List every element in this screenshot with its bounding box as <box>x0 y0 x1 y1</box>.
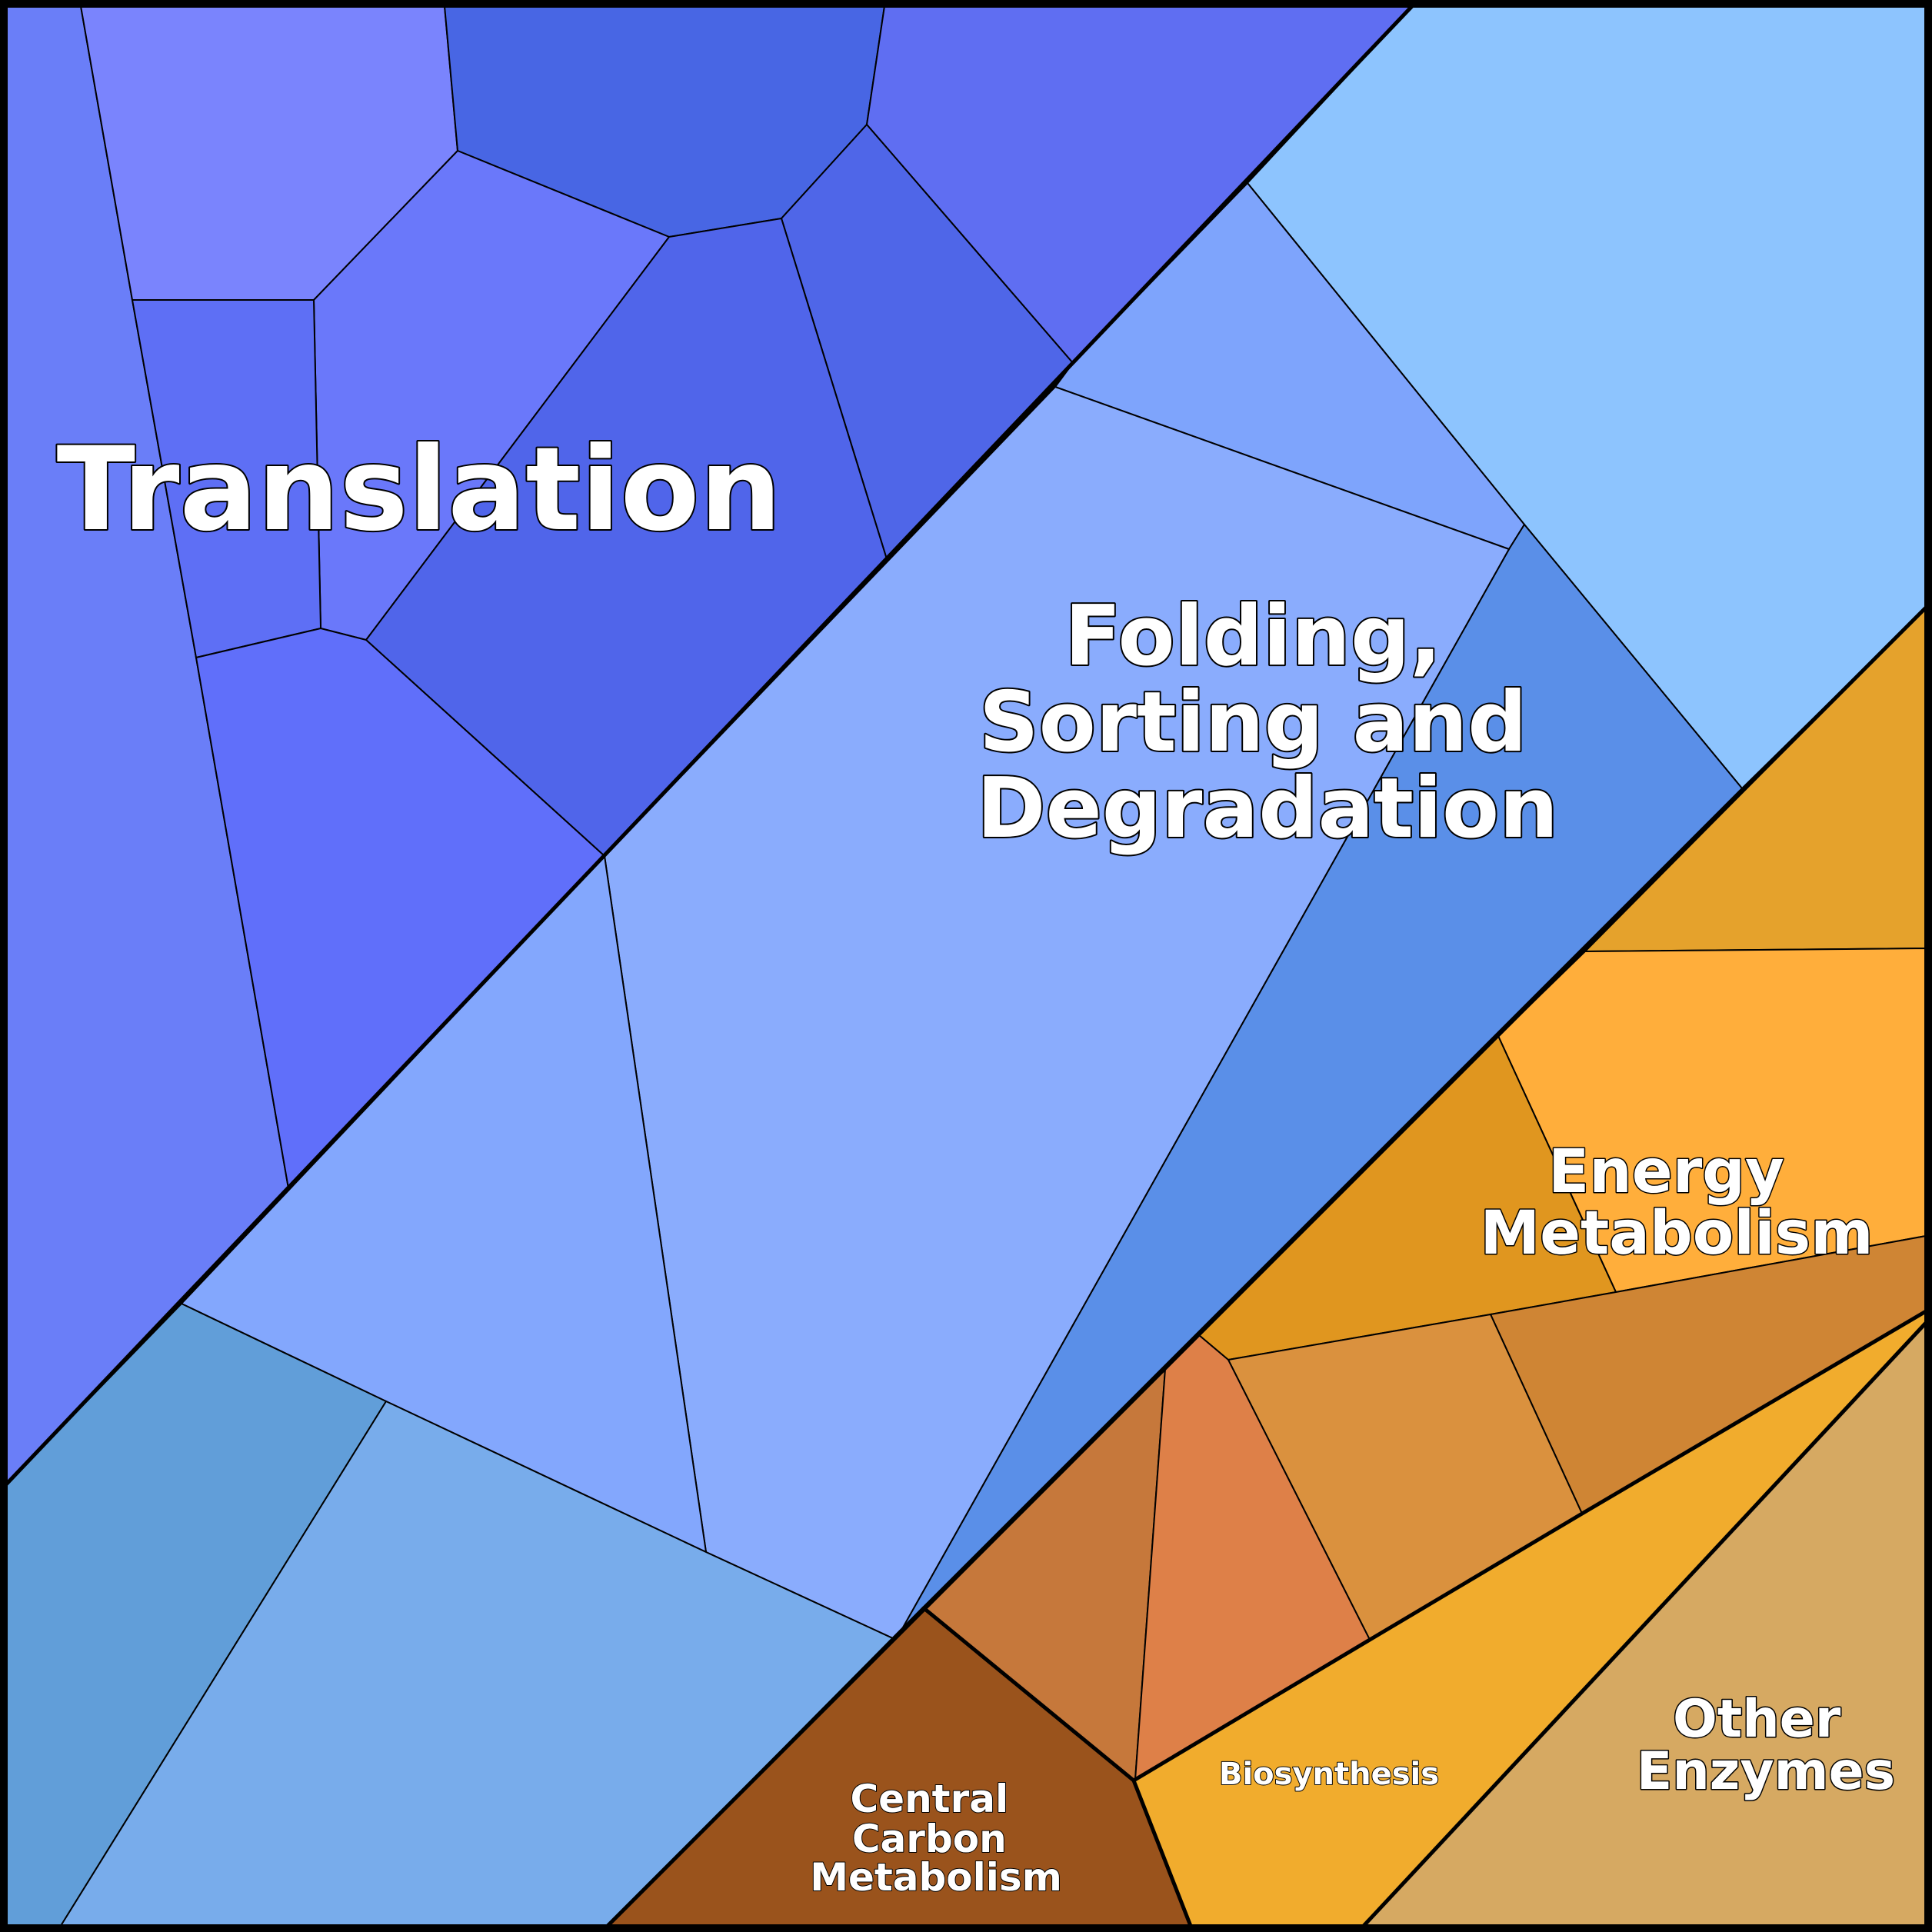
label-folding-line: Degradation <box>977 761 1558 857</box>
label-central-line: Central <box>850 1777 1008 1821</box>
label-folding: Folding, Sorting and Degradation <box>977 588 1558 857</box>
label-other-line: Enzymes <box>1637 1741 1895 1802</box>
label-energy-line: Energy <box>1548 1138 1784 1207</box>
label-translation: Translation <box>57 423 782 557</box>
label-central-line: Carbon <box>852 1817 1007 1861</box>
label-folding-line: Sorting and <box>979 675 1527 771</box>
folding-group <box>5 5 1927 1927</box>
central-carbon-group <box>605 1334 1371 1927</box>
label-central-carbon: Central Carbon Metabolism <box>810 1777 1062 1900</box>
group-borders <box>5 5 1927 1927</box>
label-biosynthesis: Biosynthesis <box>1219 1757 1439 1792</box>
label-other-line: Other <box>1673 1689 1841 1750</box>
label-other-enzymes: Other Enzymes <box>1637 1689 1895 1802</box>
label-energy: Energy Metabolism <box>1480 1138 1873 1268</box>
translation-group <box>5 5 1414 1487</box>
label-energy-line: Metabolism <box>1480 1199 1873 1268</box>
translation-cell <box>195 627 606 1191</box>
label-central-line: Metabolism <box>810 1855 1062 1900</box>
label-folding-line: Folding, <box>1064 588 1441 685</box>
